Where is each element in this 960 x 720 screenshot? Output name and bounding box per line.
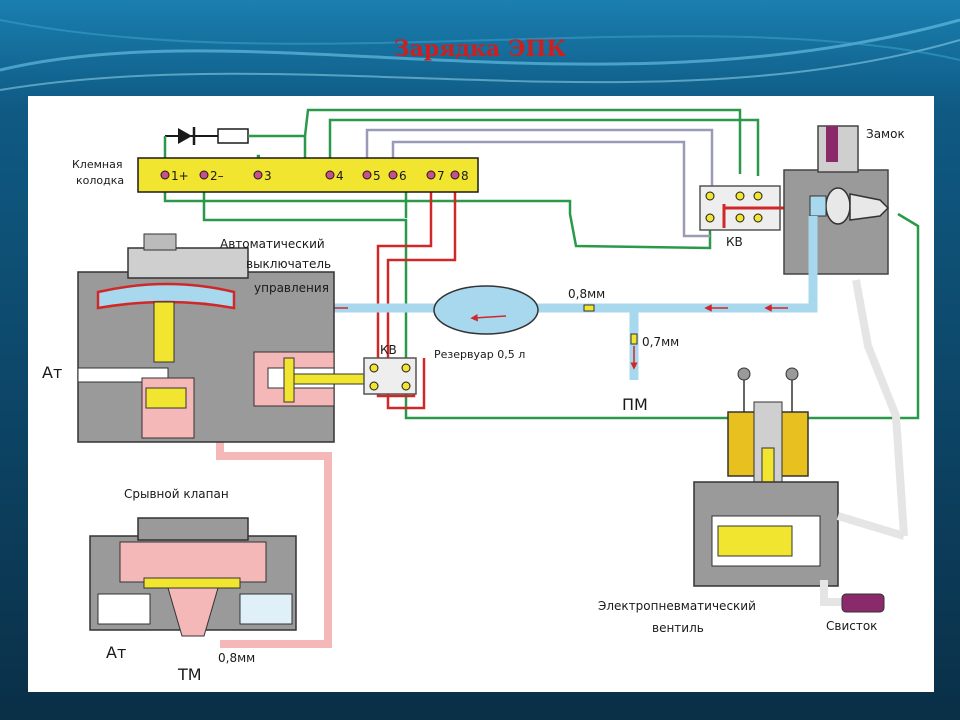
kv-left-label: КВ (380, 343, 397, 357)
control-wires-green (163, 108, 920, 420)
terminal-8: 8 (461, 169, 469, 183)
terminal-2: 2– (210, 169, 224, 183)
diagram-panel: 1+ 2– 3 4 5 6 7 8 Клемная колодка КВ Зам… (28, 96, 934, 692)
reservoir (433, 285, 539, 335)
air-flow-arrows (284, 304, 788, 370)
terminal-6: 6 (399, 169, 407, 183)
tm-label: ТМ (177, 665, 202, 684)
pneumatic-schematic: 1+ 2– 3 4 5 6 7 8 Клемная колодка КВ Зам… (42, 108, 920, 684)
electropneumatic-valve (693, 367, 906, 606)
reservoir-label: Резервуар 0,5 л (434, 348, 525, 361)
whistle-icon (841, 593, 885, 613)
terminal-block-label-line2: колодка (76, 174, 124, 187)
diode-icon (163, 127, 305, 158)
auto-switch-label-line3: управления (254, 281, 329, 295)
atm-left-label: Ат (42, 363, 62, 382)
slide-title: Зарядка ЭПК (393, 36, 567, 62)
terminal-5: 5 (373, 169, 381, 183)
whistle-label: Свисток (826, 619, 877, 633)
control-wires-gray (365, 128, 714, 238)
terminal-block: 1+ 2– 3 4 5 6 7 8 (137, 157, 479, 193)
terminal-3: 3 (264, 169, 272, 183)
orifice-side-label: 0,7мм (642, 335, 679, 349)
atm-bottom-label: Ат (106, 643, 126, 662)
orifice-bottom-label: 0,8мм (218, 651, 255, 665)
orifice-top-marker (583, 304, 595, 312)
pm-label: ПМ (622, 395, 648, 414)
kv-right-label: КВ (726, 235, 743, 249)
terminal-block-label-line1: Клемная (72, 158, 122, 171)
auto-switch-body (77, 233, 365, 443)
epv-label-line1: Электропневматический (598, 599, 756, 613)
terminal-4: 4 (336, 169, 344, 183)
terminal-7: 7 (437, 169, 445, 183)
breakaway-valve (89, 517, 297, 637)
lock-label: Замок (866, 127, 905, 141)
epv-label-line2: вентиль (652, 621, 704, 635)
orifice-side-marker (630, 333, 638, 345)
kv-switch-left (363, 357, 417, 395)
auto-switch-label-line2: выключатель (246, 257, 331, 271)
breakaway-valve-label: Срывной клапан (124, 487, 229, 501)
orifice-top-label: 0,8мм (568, 287, 605, 301)
kv-switch-right (699, 185, 808, 231)
terminal-1: 1+ (171, 169, 189, 183)
auto-switch-label-line1: Автоматический (220, 237, 325, 251)
lock-body (783, 125, 890, 275)
